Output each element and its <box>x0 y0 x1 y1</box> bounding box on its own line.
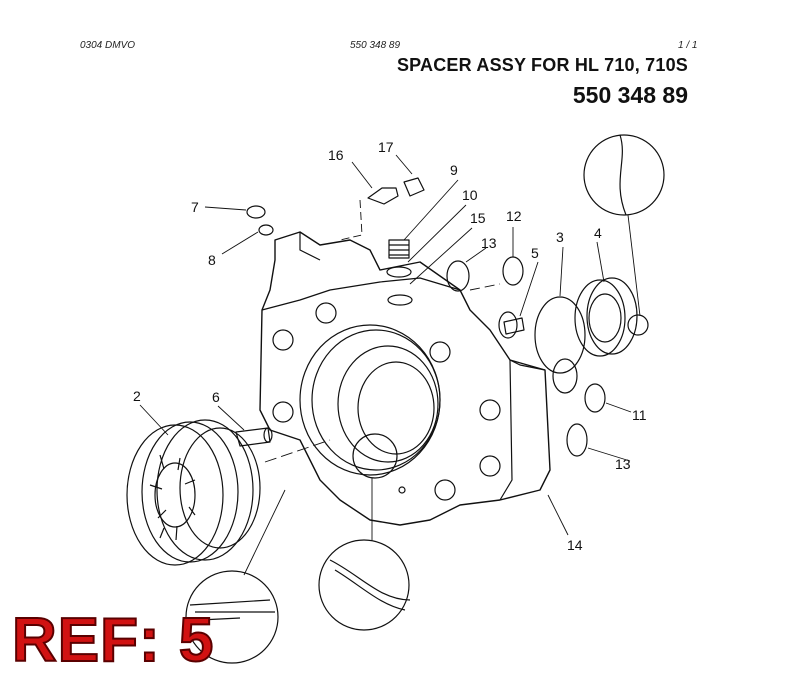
o-rings <box>446 256 606 457</box>
header-part-number: 550 348 89 <box>350 40 401 51</box>
callout-13: 13 <box>481 235 497 251</box>
part-6-pin <box>235 427 273 447</box>
callout-9: 9 <box>450 162 458 178</box>
detail-views <box>185 134 665 664</box>
callout-4: 4 <box>594 225 602 241</box>
callout-3: 3 <box>556 229 564 245</box>
part-7-plug <box>246 205 274 236</box>
part-9-plug <box>386 239 412 278</box>
callout-13b: 13 <box>615 456 631 472</box>
drawing-title: SPACER ASSY FOR HL 710, 710S <box>396 55 688 75</box>
spacer-housing <box>259 231 551 526</box>
callout-14: 14 <box>567 537 583 553</box>
callout-11: 11 <box>632 407 647 423</box>
part-2-disc <box>126 419 261 566</box>
callout-16: 16 <box>328 147 344 163</box>
callout-5: 5 <box>531 245 539 261</box>
part-4-ring <box>574 277 649 357</box>
leader-lines <box>139 154 641 576</box>
part-16-17-fitting <box>367 177 425 205</box>
reference-label: REF: 5 <box>11 606 215 675</box>
callout-10: 10 <box>462 187 478 203</box>
callout-6: 6 <box>212 389 220 405</box>
callout-12: 12 <box>506 208 522 224</box>
callout-17: 17 <box>378 139 394 155</box>
callout-7: 7 <box>191 199 199 215</box>
document-code: 0304 DMVO <box>80 40 136 51</box>
part-5-bolt <box>503 317 525 335</box>
part-number: 550 348 89 <box>572 82 688 108</box>
callout-2: 2 <box>133 388 141 404</box>
callout-15: 15 <box>470 210 486 226</box>
callout-8: 8 <box>208 252 216 268</box>
page-indicator: 1 / 1 <box>678 40 698 51</box>
